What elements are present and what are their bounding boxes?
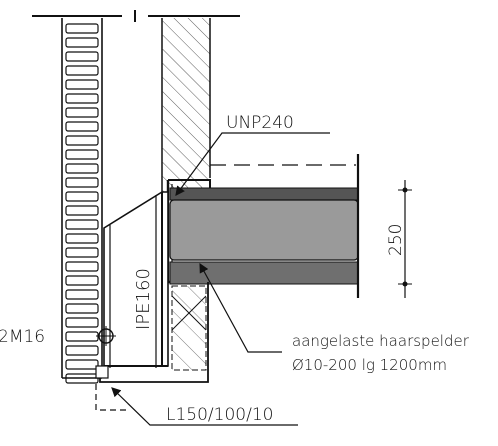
brick: [65, 107, 99, 118]
brick: [65, 177, 99, 188]
brick: [65, 37, 99, 48]
bolt-symbol: [96, 326, 116, 346]
hairpin-label-line1: aangelaste haarspelder: [292, 332, 470, 350]
brick: [65, 191, 99, 202]
top-level-line: [32, 10, 240, 22]
brick: [65, 219, 99, 230]
brick: [65, 205, 99, 216]
leader-lines: [111, 132, 330, 426]
dimension-label: 250: [386, 224, 406, 256]
brick: [65, 247, 99, 258]
ipe160-label: IPE160: [133, 268, 154, 330]
brick: [65, 317, 99, 328]
brick: [65, 163, 99, 174]
hairpin-label-line2: Ø10-200 lg 1200mm: [292, 356, 447, 374]
brick: [65, 51, 99, 62]
timber-support: [171, 285, 207, 371]
brick: [65, 345, 99, 356]
brick: [65, 359, 99, 370]
unp240-label: UNP240: [226, 113, 294, 133]
brick: [65, 23, 99, 34]
angle-label: L150/100/10: [166, 405, 273, 425]
brick: [65, 303, 99, 314]
brick: [65, 79, 99, 90]
inner-leaf: [161, 18, 211, 192]
brick: [65, 93, 99, 104]
dimension-line: [398, 180, 412, 298]
brick: [65, 233, 99, 244]
brick-courses: [65, 23, 99, 384]
brick: [65, 135, 99, 146]
ipe160-beam: [103, 191, 169, 368]
bolts-label: 2M16: [0, 327, 45, 347]
brick-wall: [61, 18, 103, 384]
brick: [65, 289, 99, 300]
angle-l150: [95, 282, 209, 411]
brick: [65, 149, 99, 160]
brick: [65, 275, 99, 286]
brick: [65, 121, 99, 132]
brick: [65, 331, 99, 342]
brick: [65, 261, 99, 272]
precast-slab: [169, 154, 360, 298]
brick: [65, 65, 99, 76]
